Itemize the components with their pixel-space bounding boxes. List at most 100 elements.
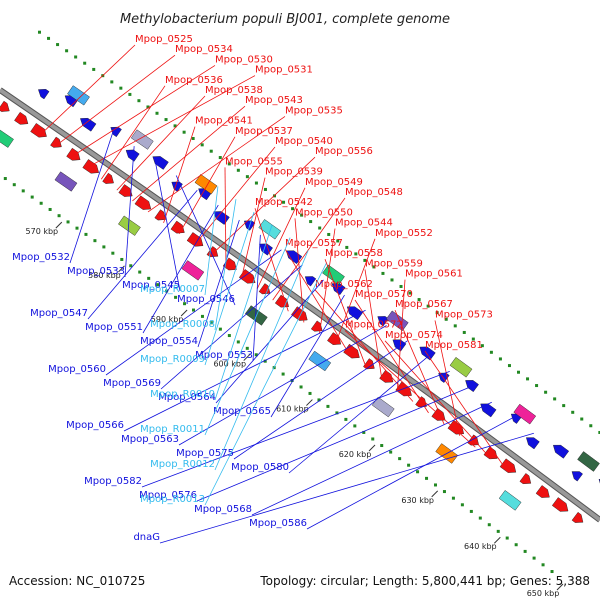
track-dot: [282, 200, 286, 204]
reverse-gene-arrow: [465, 380, 479, 393]
reverse-gene-arrow: [80, 118, 97, 132]
genome-summary-text: Topology: circular; Length: 5,800,441 bp…: [259, 574, 590, 588]
category-block: [577, 451, 600, 472]
track-dot: [496, 529, 500, 533]
gene-leader-line: [124, 146, 135, 278]
forward-gene-arrow: [118, 184, 133, 197]
track-dot: [227, 334, 231, 338]
track-dot: [399, 284, 403, 288]
track-dot: [174, 295, 178, 299]
track-dot: [544, 390, 548, 394]
gene-label: Mpop_0545: [122, 280, 180, 291]
track-dot: [156, 283, 160, 287]
track-dot: [39, 201, 43, 205]
gene-label: Mpop_0564: [158, 392, 216, 403]
track-dot: [245, 346, 249, 350]
gene-leader-line: [284, 248, 351, 357]
track-dot: [523, 549, 527, 553]
category-block: [308, 350, 332, 372]
gene-label: Mpop_0586: [249, 518, 307, 529]
gene-leader-line: [214, 250, 309, 471]
category-block-shape: [498, 490, 522, 511]
track-dot: [47, 36, 51, 40]
gene-leader-line: [178, 325, 387, 446]
track-dot: [598, 430, 600, 434]
gene-leader-line: [54, 54, 176, 148]
forward-gene-arrow: [238, 269, 256, 284]
gene-leader-line: [196, 386, 471, 502]
scale-tick-label: 600 kbp: [213, 360, 246, 369]
track-dot: [426, 304, 430, 308]
track-dot: [173, 124, 177, 128]
gene-leader-line: [85, 75, 256, 169]
track-dot: [371, 437, 375, 441]
gene-label: Mpop_0536: [165, 75, 223, 86]
scale-tick: [368, 444, 376, 452]
gene-label: dnaG: [133, 532, 160, 543]
track-dot: [92, 67, 96, 71]
gene-leader-line: [204, 211, 255, 366]
reverse-gene-arrow-shape: [38, 89, 50, 100]
forward-gene-arrow: [535, 485, 550, 498]
track-dot: [209, 321, 213, 325]
gene-leader-line: [306, 417, 514, 530]
scale-tick: [243, 354, 251, 361]
track-dot: [444, 317, 448, 321]
reverse-gene-arrow: [152, 156, 169, 170]
track-dot: [236, 340, 240, 344]
track-dot: [183, 302, 187, 306]
scale-tick: [55, 221, 63, 229]
gene-label: Mpop_R0008: [150, 319, 215, 330]
gene-label: Mpop_0551: [85, 322, 143, 333]
track-dot: [318, 226, 322, 230]
forward-gene-arrow-shape: [291, 306, 308, 321]
track-dot: [562, 404, 566, 408]
track-dot: [550, 570, 554, 574]
gene-label: Mpop_0558: [325, 248, 383, 259]
category-block: [181, 260, 205, 281]
gene-label: Mpop_0544: [335, 218, 393, 229]
gene-label: Mpop_0550: [295, 207, 353, 218]
track-dot: [526, 377, 530, 381]
track-dot: [589, 424, 593, 428]
track-dot: [517, 370, 521, 374]
reverse-gene-arrow: [110, 126, 122, 138]
track-dot: [182, 130, 186, 134]
gene-leader-line: [251, 401, 492, 516]
gene-leader-line: [159, 432, 534, 544]
gene-label: Mpop_0576: [139, 490, 197, 501]
gene-leader-line: [178, 136, 236, 234]
gene-leader-line: [434, 320, 461, 436]
gene-leader-line: [324, 259, 367, 368]
gene-label: Mpop_0575: [176, 448, 234, 459]
gene-label: Mpop_0541: [195, 116, 253, 127]
category-block-shape: [194, 174, 218, 195]
forward-gene-arrow-shape: [222, 257, 237, 271]
scale-tick-label: 570 kbp: [26, 227, 59, 236]
gene-leader-line: [256, 187, 306, 290]
gene-leader-line: [384, 340, 492, 459]
track-dot: [417, 298, 421, 302]
track-dot: [489, 350, 493, 354]
gene-leader-line: [319, 228, 336, 334]
category-block-shape: [385, 310, 409, 332]
track-dot: [263, 359, 267, 363]
track-dot: [200, 314, 204, 318]
track-dot: [290, 379, 294, 383]
gene-leader-line: [252, 234, 261, 362]
gene-leader-line: [132, 105, 246, 202]
forward-gene-arrow: [551, 497, 569, 512]
gene-label: Mpop_0532: [12, 252, 70, 263]
gene-leader-line: [160, 264, 303, 390]
track-dot: [326, 404, 330, 408]
track-dot: [407, 463, 411, 467]
gene-label: Mpop_0562: [315, 279, 373, 290]
gene-label: Mpop_0557: [285, 238, 343, 249]
gene-leader-line: [38, 44, 136, 137]
track-dot: [300, 213, 304, 217]
reverse-gene-arrow-shape: [526, 437, 540, 450]
forward-gene-arrow: [154, 209, 167, 221]
forward-gene-arrow: [258, 283, 271, 295]
gene-label: Mpop_0554: [140, 336, 198, 347]
gene-label: Mpop_0570: [355, 289, 413, 300]
